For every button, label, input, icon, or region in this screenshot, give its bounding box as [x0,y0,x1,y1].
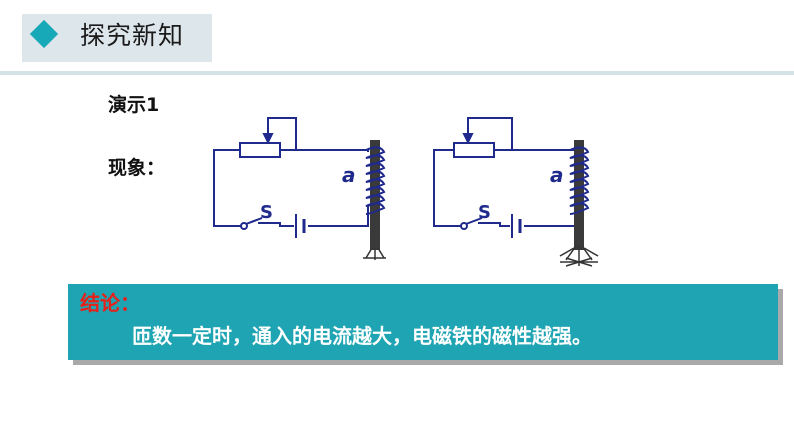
conclusion-box: 结论： 匝数一定时，通入的电流越大，电磁铁的磁性越强。 [68,284,778,360]
phenomenon-label: 现象： [108,157,166,179]
switch-label: S [260,202,273,223]
circuit-diagram-1: S a [213,117,386,260]
conclusion-text: 匝数一定时，通入的电流越大，电磁铁的磁性越强。 [132,324,592,348]
section-header: 探究新知 [0,0,794,75]
switch-label: S [478,202,491,223]
coil-label: a [550,163,564,187]
header-divider [0,71,794,75]
demo-label: 演示1 [108,94,160,116]
coil-label: a [342,163,356,187]
circuit-diagram-2: S a [433,117,599,267]
section-title: 探究新知 [80,21,185,50]
conclusion-title: 结论： [80,291,140,315]
